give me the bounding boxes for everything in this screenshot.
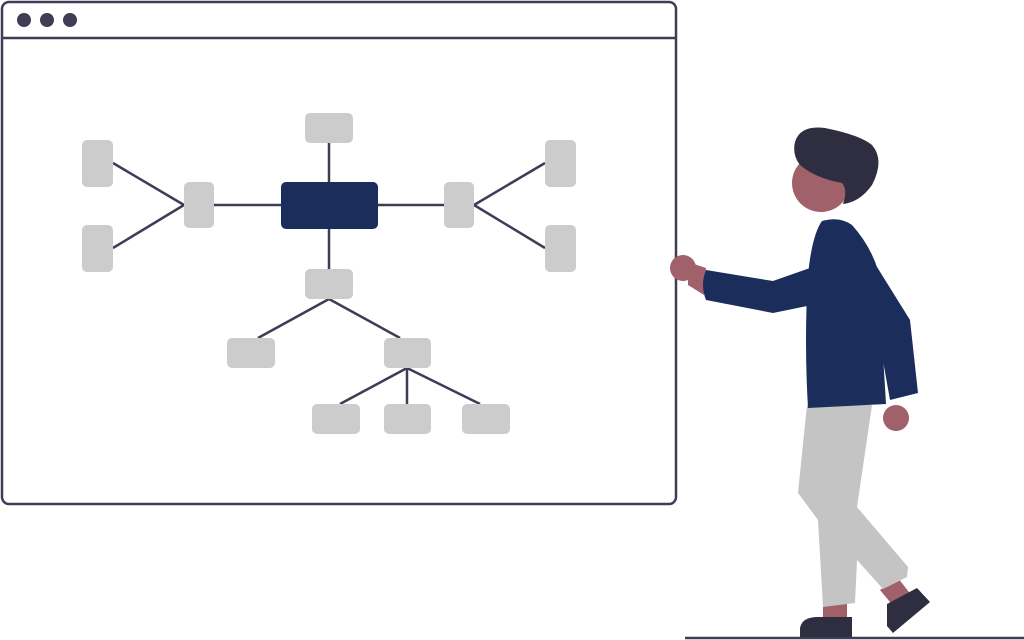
connector [328, 297, 401, 340]
right-sleeve [877, 267, 918, 400]
node-lower-hub [305, 269, 353, 299]
node-bottom-middle [384, 404, 431, 434]
right-shoe [887, 588, 930, 633]
window-dot-icon [63, 13, 77, 27]
connector [112, 203, 185, 250]
window-dot-icon [17, 13, 31, 27]
hair [794, 127, 879, 204]
node-right-top [545, 140, 576, 187]
left-sleeve [703, 268, 812, 313]
connector [406, 366, 481, 406]
node-right-bottom [545, 225, 576, 272]
connector [473, 203, 546, 250]
window-dot-icon [40, 13, 54, 27]
node-bottom-right [462, 404, 510, 434]
right-hand [883, 405, 909, 431]
connector [257, 297, 330, 340]
node-left-top [82, 140, 113, 187]
node-center [281, 182, 378, 229]
person [670, 127, 1024, 640]
window-frame [0, 0, 678, 506]
left-wrist [688, 262, 706, 295]
browser-window [0, 0, 678, 506]
connector [473, 161, 546, 207]
mind-map-connectors [112, 143, 546, 406]
node-right-hub [444, 182, 474, 228]
connector [112, 161, 185, 207]
node-lower-left [227, 338, 275, 368]
node-top [305, 113, 353, 143]
pants [798, 405, 908, 607]
mind-map-nodes [82, 113, 576, 434]
node-left-hub [184, 182, 214, 228]
node-lower-right-hub [384, 338, 431, 368]
left-shoe [800, 617, 852, 637]
connector [339, 366, 408, 406]
node-bottom-left [312, 404, 360, 434]
shirt [806, 219, 886, 408]
node-left-bottom [82, 225, 113, 272]
